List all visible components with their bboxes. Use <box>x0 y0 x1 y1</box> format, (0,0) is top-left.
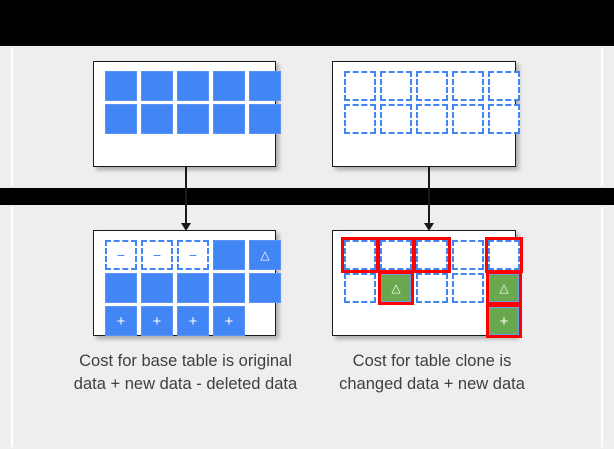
table-clone-original-grid <box>344 71 520 134</box>
triangle-icon: △ <box>499 281 509 295</box>
plus-icon: + <box>499 312 509 330</box>
cell-dashed-r1c4 <box>452 71 484 101</box>
table-clone-original-card <box>332 61 520 167</box>
cell-dashed-r2c5 <box>488 104 520 134</box>
plus-icon: + <box>188 312 198 330</box>
rail-right-bottom <box>601 207 603 447</box>
cell-solid-r2c1 <box>105 104 137 134</box>
cell-empty-r3c3 <box>416 306 448 336</box>
cell-solid-r2c2 <box>141 273 173 303</box>
cell-deleted-r1c3: − <box>177 240 209 270</box>
cell-dashed-r2c1 <box>344 273 376 303</box>
rail-left-top <box>11 48 13 186</box>
cell-deleted-r1c2: − <box>141 240 173 270</box>
cell-new-r3c4: + <box>213 306 245 336</box>
cell-dashed-r1c3 <box>416 71 448 101</box>
cell-solid-r1c1 <box>105 71 137 101</box>
minus-icon: − <box>152 247 162 263</box>
cell-solid-r2c5 <box>249 273 281 303</box>
cell-new-r3c1: + <box>105 306 137 336</box>
plus-icon: + <box>152 312 162 330</box>
cell-dashed-r1c4 <box>452 240 484 270</box>
base-table-original-grid <box>105 71 281 134</box>
rail-left-bottom <box>11 207 13 447</box>
cell-empty-r3c5 <box>249 306 281 336</box>
arrow-head-icon <box>181 223 191 231</box>
cell-dashed-r1c2 <box>380 71 412 101</box>
cell-dashed-r2c1 <box>344 104 376 134</box>
cell-solid-r2c3 <box>177 273 209 303</box>
base-table-original-card <box>93 61 281 167</box>
cell-dashed-r2c4 <box>452 104 484 134</box>
cell-dashed-r1c1 <box>341 237 379 273</box>
cell-solid-r2c1 <box>105 273 137 303</box>
cell-changed-r1c5: △ <box>249 240 281 270</box>
cell-new-r3c5: + <box>486 304 522 338</box>
cell-dashed-r2c4 <box>452 273 484 303</box>
minus-icon: − <box>188 247 198 263</box>
cell-solid-r1c3 <box>177 71 209 101</box>
cell-solid-r1c2 <box>141 71 173 101</box>
plus-icon: + <box>224 312 234 330</box>
cell-dashed-r1c2 <box>377 237 415 273</box>
cell-deleted-r1c1: − <box>105 240 137 270</box>
cell-dashed-r1c5 <box>488 71 520 101</box>
table-clone-current-grid: △ △ + <box>341 237 523 338</box>
cell-solid-r1c4 <box>213 240 245 270</box>
caption-base-table: Cost for base table is original data + n… <box>73 352 298 393</box>
rail-right-top <box>601 48 603 186</box>
cell-new-r3c2: + <box>141 306 173 336</box>
cell-empty-r3c4 <box>452 306 484 336</box>
arrow-head-icon <box>424 223 434 231</box>
cell-dashed-r1c3 <box>413 237 451 273</box>
minus-icon: − <box>116 247 126 263</box>
base-table-current-card: − − − △ + + + + <box>93 230 281 336</box>
cell-solid-r2c2 <box>141 104 173 134</box>
cell-dashed-r1c5 <box>485 237 523 273</box>
caption-table-clone: Cost for table clone is changed data + n… <box>339 352 525 393</box>
cell-empty-r3c1 <box>344 306 376 336</box>
cell-changed-r2c5: △ <box>486 271 522 305</box>
triangle-icon: △ <box>391 281 401 295</box>
arrow-table-clone <box>424 166 434 231</box>
triangle-icon: △ <box>260 248 270 262</box>
cell-dashed-r2c3 <box>416 273 448 303</box>
cell-changed-r2c2: △ <box>378 271 414 305</box>
table-clone-current-card: △ △ + <box>332 230 523 338</box>
base-table-current-grid: − − − △ + + + + <box>105 240 281 336</box>
cell-solid-r2c5 <box>249 104 281 134</box>
cell-solid-r1c4 <box>213 71 245 101</box>
plus-icon: + <box>116 312 126 330</box>
cell-solid-r1c5 <box>249 71 281 101</box>
cell-dashed-r1c1 <box>344 71 376 101</box>
cell-new-r3c3: + <box>177 306 209 336</box>
cell-solid-r2c4 <box>213 104 245 134</box>
cell-solid-r2c3 <box>177 104 209 134</box>
cell-empty-r3c2 <box>380 306 412 336</box>
cell-solid-r2c4 <box>213 273 245 303</box>
cell-dashed-r2c3 <box>416 104 448 134</box>
cell-dashed-r2c2 <box>380 104 412 134</box>
arrow-base-table <box>181 166 191 231</box>
